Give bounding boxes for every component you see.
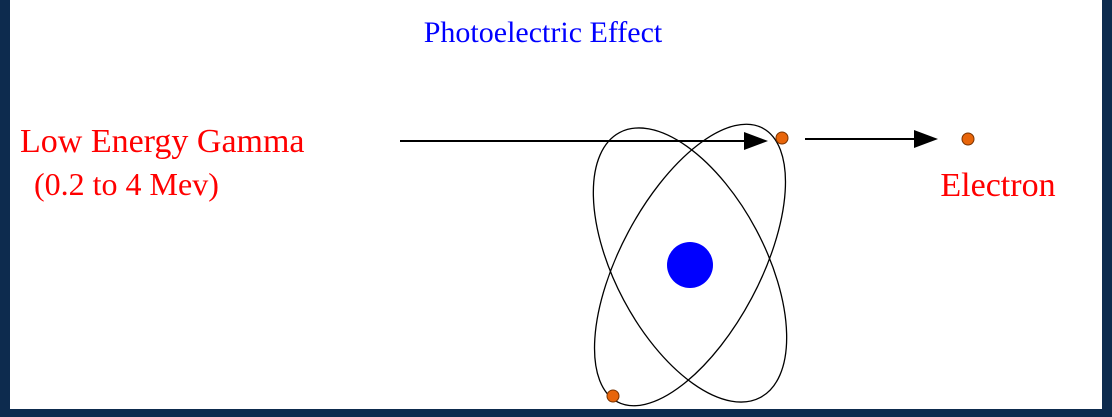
- photoelectric-diagram: Photoelectric Effect Low Energy Gamma (0…: [20, 16, 1056, 407]
- gamma-label-line2: (0.2 to 4 Mev): [34, 166, 219, 202]
- orbit-1: [592, 127, 788, 403]
- gamma-label-line1: Low Energy Gamma: [20, 123, 305, 160]
- orbit-2: [593, 123, 787, 407]
- ejected-electron: [961, 132, 975, 146]
- diagram-title: Photoelectric Effect: [424, 16, 663, 49]
- ejected-electron-path: [805, 130, 938, 148]
- atom: [592, 123, 789, 407]
- electron-arrowhead: [914, 130, 938, 148]
- incoming-gamma-ray: [400, 132, 768, 150]
- bound-electron-bottom: [606, 389, 620, 403]
- bound-electron-top: [775, 131, 789, 145]
- gamma-arrowhead: [744, 132, 768, 150]
- diagram-panel: Photoelectric Effect Low Energy Gamma (0…: [10, 0, 1102, 409]
- electron-label: Electron: [940, 167, 1055, 204]
- nucleus: [667, 242, 713, 288]
